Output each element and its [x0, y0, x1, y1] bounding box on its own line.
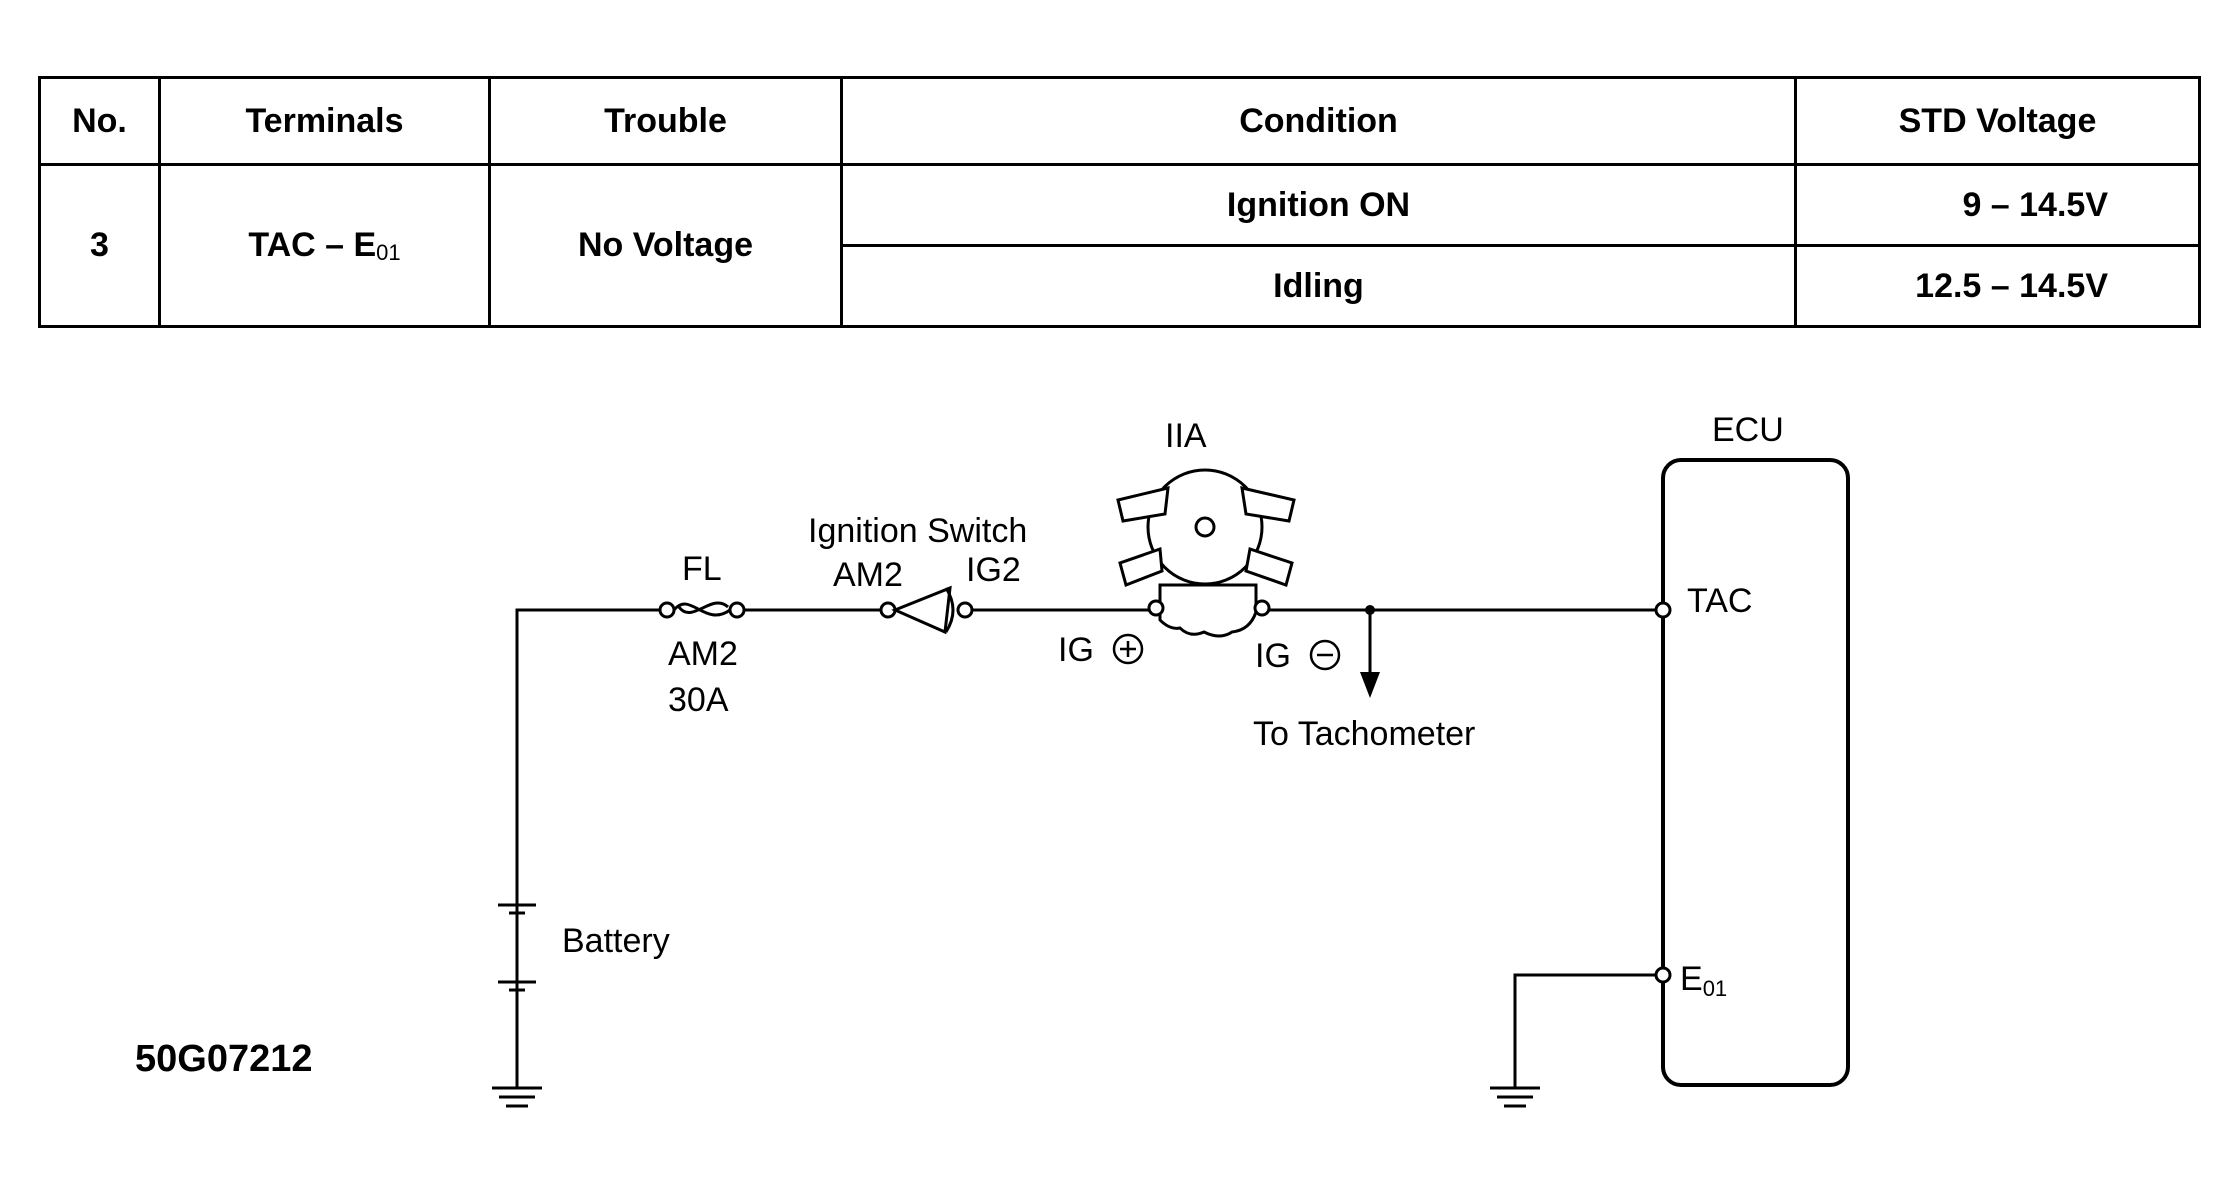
header-no: No. [38, 76, 161, 166]
ecu-box [1661, 458, 1850, 1087]
cell-condition-1: Ignition ON [840, 163, 1797, 247]
e01-main: E [1680, 960, 1703, 998]
battery-label: Battery [562, 922, 670, 960]
ground-icon [492, 1055, 542, 1108]
tachometer-label: To Tachometer [1253, 715, 1475, 753]
cell-voltage-2: 12.5 – 14.5V [1794, 244, 2201, 328]
ig-minus-label: IG [1255, 637, 1291, 675]
table-row: 3 TAC – E01 No Voltage Ignition ON 9 – 1… [38, 163, 2201, 328]
fuse-name-label: AM2 [668, 635, 738, 673]
ground-icon [1490, 1080, 1540, 1108]
e01-label: E01 [1680, 960, 1727, 1001]
header-terminals: Terminals [158, 76, 491, 166]
ignition-switch-label: Ignition Switch [808, 512, 1027, 550]
header-trouble: Trouble [488, 76, 843, 166]
e01-terminal [1654, 966, 1672, 984]
tac-label: TAC [1687, 582, 1752, 620]
cell-terminals: TAC – E01 [158, 163, 491, 328]
ecu-label: ECU [1712, 411, 1784, 449]
cell-voltage-1: 9 – 14.5V [1794, 163, 2201, 247]
igniter-label: IIA [1165, 417, 1207, 455]
fusible-link-icon [658, 601, 746, 619]
terminals-main: TAC – E [248, 225, 377, 264]
tac-terminal [1654, 601, 1672, 619]
battery-icon [498, 903, 536, 992]
fl-label: FL [682, 550, 722, 588]
switch-ig2-label: IG2 [966, 551, 1021, 589]
wire-left [515, 608, 660, 1055]
cell-condition-2: Idling [840, 244, 1797, 328]
header-std-voltage: STD Voltage [1794, 76, 2201, 166]
spec-table: No. Terminals Trouble Condition STD Volt… [38, 76, 2201, 328]
tachometer-arrow-icon [1360, 672, 1380, 698]
e01-sub: 01 [1703, 976, 1727, 1001]
fuse-rating-label: 30A [668, 681, 729, 719]
table-header-row: No. Terminals Trouble Condition STD Volt… [38, 76, 2201, 166]
header-condition: Condition [840, 76, 1797, 166]
switch-am2-label: AM2 [833, 556, 903, 594]
ignition-switch-icon [879, 585, 974, 635]
terminals-sub: 01 [376, 239, 401, 265]
tachometer-junction [1365, 605, 1375, 615]
igniter-icon [1116, 468, 1296, 638]
cell-no: 3 [38, 163, 161, 328]
wire-e01-ground [1513, 973, 1663, 1080]
plus-icon [1112, 633, 1144, 665]
minus-icon [1309, 639, 1341, 671]
cell-trouble: No Voltage [488, 163, 843, 328]
table-row: Idling 12.5 – 14.5V [40, 244, 2201, 328]
ig-plus-label: IG [1058, 631, 1094, 669]
figure-code: 50G07212 [135, 1038, 313, 1080]
